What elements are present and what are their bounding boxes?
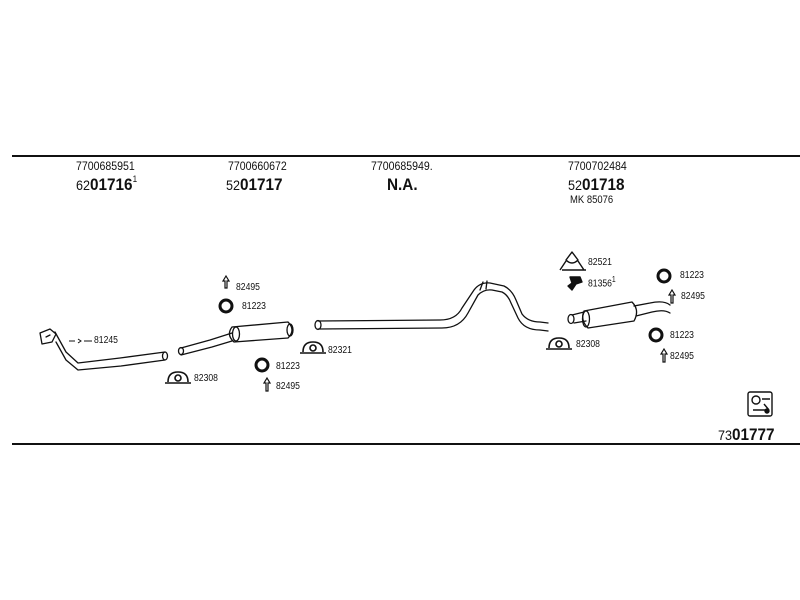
bottom-rule — [12, 443, 800, 445]
label-81356: 813561 — [588, 275, 616, 290]
label-81223-rear-top: 81223 — [680, 270, 704, 281]
label-81223-lower: 81223 — [276, 361, 300, 372]
ring-icon — [254, 357, 270, 373]
arrow-up-icon — [262, 376, 272, 392]
label-82308-front: 82308 — [194, 373, 218, 384]
front-pipe — [39, 328, 169, 371]
ring-icon — [218, 298, 234, 314]
kit-code: 7301777 — [718, 425, 775, 444]
oe-number-2: 7700660672 — [228, 159, 287, 173]
part-code-3: N.A. — [387, 175, 418, 194]
arrow-up-icon — [221, 274, 231, 289]
arrow-up-icon — [667, 288, 677, 304]
arrow-up-icon — [659, 347, 669, 363]
label-81245: 81245 — [94, 335, 118, 346]
label-81223-rear-bottom: 81223 — [670, 330, 694, 341]
label-82495-rear-top: 82495 — [681, 291, 705, 302]
u-bolt-clamp-icon — [165, 371, 191, 384]
label-82495-front: 82495 — [236, 282, 260, 293]
u-bolt-clamp-icon — [546, 337, 572, 350]
oe-number-1: 7700685951 — [76, 159, 135, 173]
u-bolt-clamp-icon — [300, 341, 326, 354]
label-82521: 82521 — [588, 257, 612, 268]
front-silencer — [177, 321, 294, 356]
hanger-icon — [559, 251, 586, 271]
label-82321: 82321 — [328, 345, 352, 356]
label-81223-front: 81223 — [242, 301, 266, 312]
part-code-1: 62017161 — [76, 174, 138, 194]
rear-silencer — [567, 301, 671, 329]
label-82495-rear-bottom: 82495 — [670, 351, 694, 362]
label-82495-lower: 82495 — [276, 381, 300, 392]
leader-line — [69, 338, 92, 344]
kit-box-icon — [747, 391, 773, 417]
mounting-kit-code: MK 85076 — [570, 194, 614, 206]
label-82308-rear: 82308 — [576, 339, 600, 350]
part-code-2: 5201717 — [226, 175, 283, 194]
oe-number-4: 7700702484 — [568, 159, 627, 173]
ring-icon — [656, 268, 672, 284]
middle-pipe — [314, 280, 549, 332]
ring-icon — [648, 327, 664, 343]
top-rule — [12, 155, 800, 157]
oe-number-3: 7700685949. — [371, 159, 433, 173]
part-code-4: 5201718 — [568, 175, 625, 194]
rubber-mount-icon — [567, 276, 583, 291]
